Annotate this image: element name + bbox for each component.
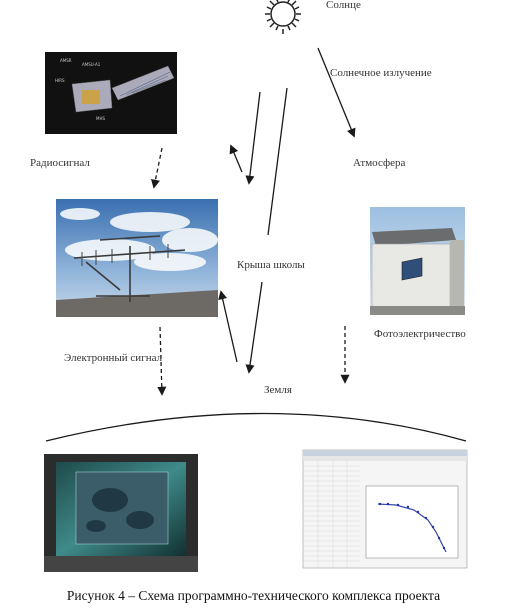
incoming-radiation-arrow: [245, 91, 261, 185]
sun-label: Солнце: [326, 0, 361, 11]
solar-radiation-arrow: [317, 47, 356, 138]
roof-antenna-photo: [56, 199, 218, 317]
svg-text:MHS: MHS: [96, 116, 105, 121]
earth-arc: [45, 412, 467, 442]
photovoltaics-label: Фотоэлектричество: [374, 328, 466, 340]
earth-to-antenna-arrow: [218, 290, 238, 363]
atmosphere-label: Атмосфера: [353, 157, 406, 169]
figure-caption: Рисунок 4 – Схема программно-техническог…: [66, 588, 441, 603]
roof-to-earth-arrow: [245, 281, 263, 374]
svg-text:HIRS: HIRS: [55, 78, 65, 83]
spreadsheet-chart-screenshot: [302, 449, 468, 569]
sun-icon: [265, 0, 301, 34]
satellite-photo: AMSR AMSU-A1 HIRS MHS: [45, 52, 177, 134]
reflected-radiation-arrow: [229, 144, 243, 173]
radiation-to-roof-line: [267, 87, 288, 236]
svg-text:AMSU-A1: AMSU-A1: [82, 62, 101, 67]
solar-radiation-label: Солнечное излучение: [330, 67, 432, 79]
electronic-signal-label: Электронный сигнал: [64, 352, 163, 364]
solar-panel-building-photo: [370, 207, 465, 315]
laptop-photo: [44, 454, 198, 572]
radio-signal-arrow: [151, 147, 163, 189]
svg-text:AMSR: AMSR: [60, 58, 72, 63]
radio-signal-label: Радиосигнал: [30, 157, 90, 169]
earth-label: Земля: [264, 384, 292, 396]
flow-arrows: [151, 47, 356, 396]
school-roof-label: Крыша школы: [237, 259, 305, 271]
